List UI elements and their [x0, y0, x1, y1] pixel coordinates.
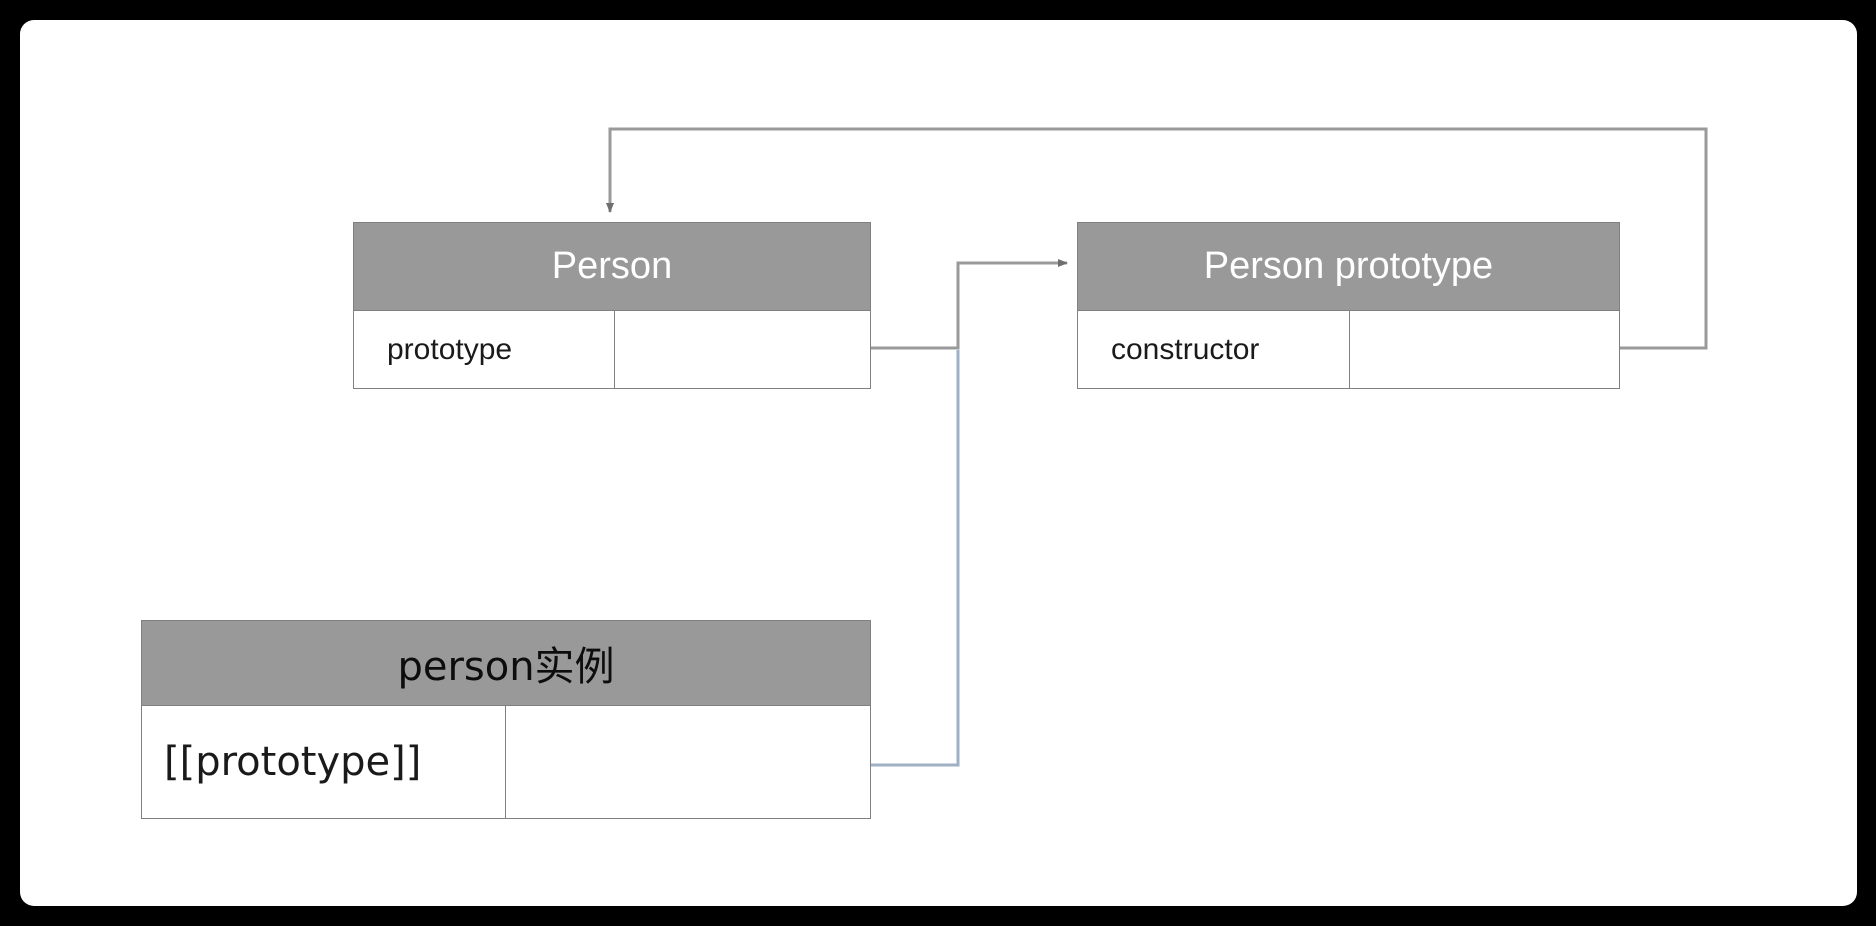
node-person-instance-key-prototype: [[prototype]]	[164, 739, 422, 785]
node-person-prototype-title: Person prototype	[1077, 222, 1620, 311]
node-person-instance[interactable]: person实例 [[prototype]]	[141, 620, 871, 819]
node-person-instance-value-prototype	[505, 706, 870, 818]
node-person-title: Person	[353, 222, 871, 311]
node-person-prototype[interactable]: Person prototype constructor	[1077, 222, 1620, 389]
node-person[interactable]: Person prototype	[353, 222, 871, 389]
node-person-key-prototype: prototype	[387, 332, 513, 366]
node-person-prototype-value-constructor	[1349, 311, 1619, 388]
node-person-prototype-row: constructor	[1077, 311, 1620, 389]
node-person-instance-row: [[prototype]]	[141, 706, 871, 819]
node-person-prototype-key-constructor: constructor	[1111, 332, 1260, 366]
node-person-row: prototype	[353, 311, 871, 389]
node-person-instance-title: person实例	[141, 620, 871, 706]
node-person-value-prototype	[614, 311, 870, 388]
